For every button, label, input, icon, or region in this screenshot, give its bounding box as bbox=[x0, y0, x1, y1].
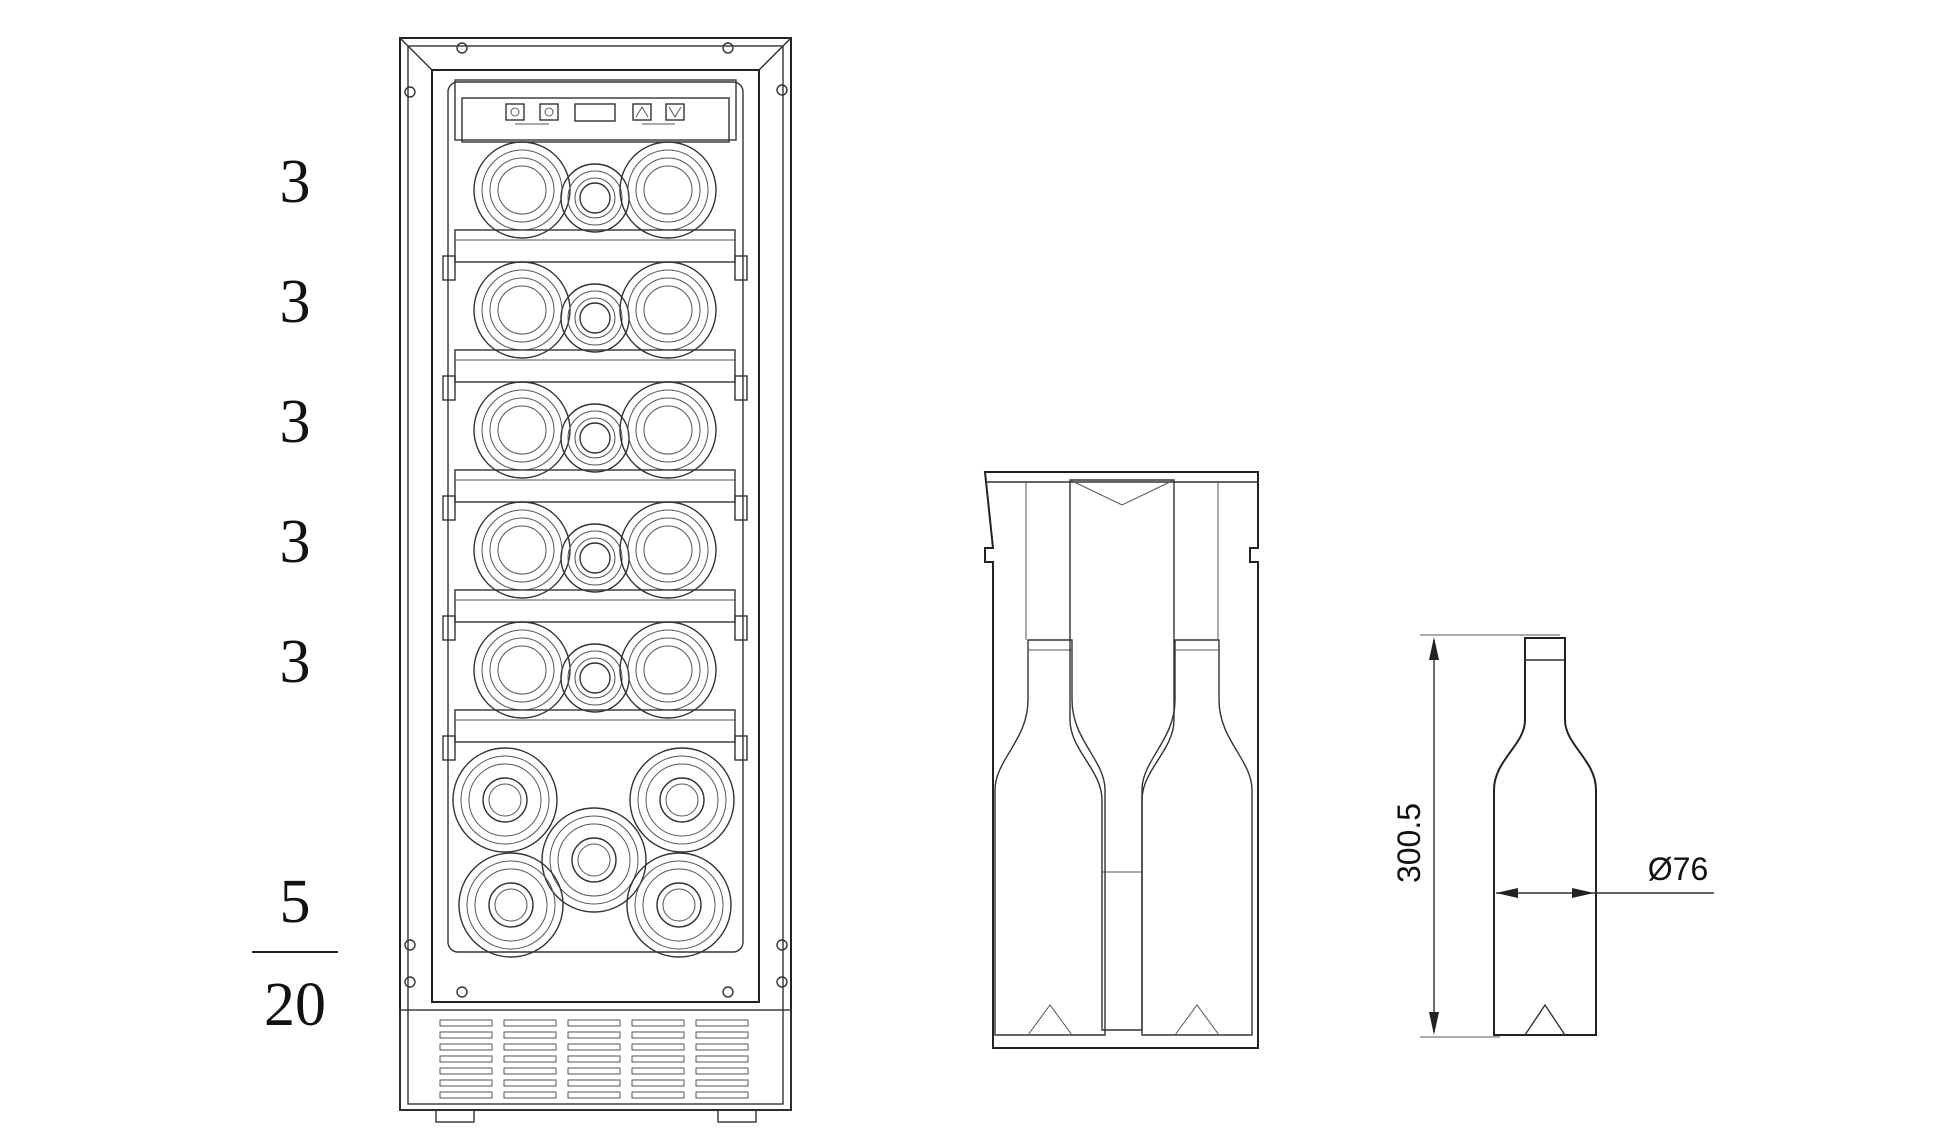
bottom-capacity: 5 bbox=[280, 868, 311, 936]
vent-slat bbox=[631, 1043, 685, 1051]
vent-slat bbox=[503, 1079, 557, 1087]
vent-slat bbox=[695, 1043, 749, 1051]
shelf-1 bbox=[442, 141, 748, 281]
shelf-capacity-1: 3 bbox=[280, 148, 311, 216]
height-dimension: 300.5 bbox=[1391, 634, 1560, 1038]
vent-slat bbox=[439, 1079, 493, 1087]
vent-slat bbox=[631, 1091, 685, 1099]
vent-slat bbox=[567, 1019, 621, 1027]
wine-cooler-front bbox=[399, 37, 792, 1123]
shelf-capacity-5: 3 bbox=[280, 628, 311, 696]
vent-slat bbox=[439, 1031, 493, 1039]
vent-slat bbox=[567, 1055, 621, 1063]
vent-slat bbox=[695, 1019, 749, 1027]
vent-slat bbox=[631, 1019, 685, 1027]
temp-up-button-icon[interactable] bbox=[632, 103, 652, 121]
diameter-dimension: Ø76 bbox=[1496, 851, 1714, 898]
vent-slat bbox=[439, 1091, 493, 1099]
vent-slat bbox=[567, 1079, 621, 1087]
shelf-capacity-2: 3 bbox=[280, 268, 311, 336]
bottle-height-label: 300.5 bbox=[1391, 803, 1427, 883]
capacity-labels: 3 3 3 3 3 5 20 bbox=[252, 148, 338, 1039]
shelf-capacity-3: 3 bbox=[280, 388, 311, 456]
vent-slat bbox=[567, 1031, 621, 1039]
vent-slat bbox=[503, 1067, 557, 1075]
bottom-bottle-section bbox=[452, 747, 735, 958]
right-foot bbox=[717, 1109, 757, 1123]
vent-slat bbox=[631, 1031, 685, 1039]
bottle-rack-side-view bbox=[983, 471, 1259, 1049]
light-button-icon[interactable] bbox=[505, 103, 525, 121]
vent-slat bbox=[503, 1091, 557, 1099]
vent-slat bbox=[567, 1091, 621, 1099]
shelf-2 bbox=[442, 261, 748, 401]
left-foot bbox=[435, 1109, 475, 1123]
total-capacity: 20 bbox=[264, 971, 326, 1039]
vent-slat bbox=[439, 1067, 493, 1075]
rack-bottle-right bbox=[1141, 639, 1253, 1036]
power-button-icon[interactable] bbox=[539, 103, 559, 121]
vent-grille bbox=[399, 1009, 792, 1111]
vent-slat bbox=[503, 1019, 557, 1027]
vent-slat bbox=[695, 1055, 749, 1063]
control-panel bbox=[454, 79, 737, 141]
shelf-3 bbox=[442, 381, 748, 521]
bottle-diameter-label: Ø76 bbox=[1648, 851, 1708, 887]
vent-slat bbox=[439, 1043, 493, 1051]
temperature-display bbox=[574, 103, 616, 122]
rack-bottle-left bbox=[994, 639, 1106, 1036]
rack-bottle-center-inverted bbox=[1069, 479, 1175, 1031]
vent-slat bbox=[631, 1079, 685, 1087]
shelf-4 bbox=[442, 501, 748, 641]
shelf-capacity-4: 3 bbox=[280, 508, 311, 576]
vent-slat bbox=[631, 1067, 685, 1075]
vent-slat bbox=[503, 1043, 557, 1051]
vent-slat bbox=[695, 1031, 749, 1039]
bottle-dimension-view: 300.5 Ø76 bbox=[1391, 634, 1714, 1038]
vent-slat bbox=[567, 1043, 621, 1051]
temp-down-button-icon[interactable] bbox=[665, 103, 685, 121]
vent-slat bbox=[567, 1067, 621, 1075]
shelf-5 bbox=[442, 621, 748, 761]
single-bottle bbox=[1493, 637, 1597, 1036]
vent-slat bbox=[439, 1055, 493, 1063]
vent-slat bbox=[695, 1067, 749, 1075]
vent-slat bbox=[503, 1031, 557, 1039]
vent-slat bbox=[695, 1091, 749, 1099]
vent-slat bbox=[631, 1055, 685, 1063]
vent-slat bbox=[695, 1079, 749, 1087]
vent-slat bbox=[439, 1019, 493, 1027]
vent-slat bbox=[503, 1055, 557, 1063]
